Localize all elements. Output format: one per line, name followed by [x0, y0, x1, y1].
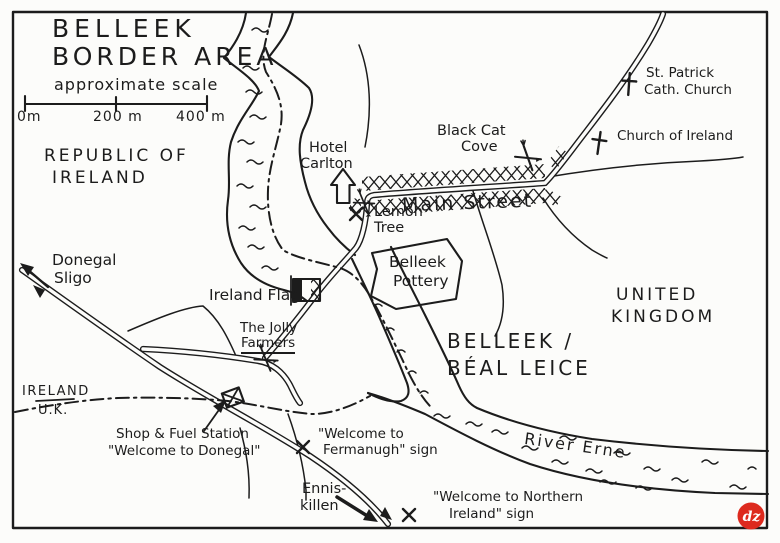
border-label-divider	[35, 398, 75, 402]
fermanagh-sign-line2: Fermanugh" sign	[323, 442, 438, 458]
lemon-tree-line2: Tree	[374, 220, 405, 236]
dz-logo-disc	[737, 502, 765, 530]
donegal-arrow	[20, 263, 50, 298]
water-marks	[236, 27, 757, 491]
black-cat-cove-line1: Black Cat	[437, 123, 506, 139]
contour-lines	[127, 44, 744, 501]
scale-bar	[23, 94, 209, 113]
belleek-pottery-line2: Pottery	[393, 272, 449, 290]
ireland-flag-icon	[290, 275, 322, 306]
town-name-line2: BÉAL LEICE	[447, 356, 591, 380]
region-republic-line1: REPUBLIC OF	[44, 146, 189, 166]
stream-banks	[222, 11, 357, 303]
border-line	[14, 13, 434, 416]
st-patrick-line1: St. Patrick	[646, 65, 715, 81]
map-title-line1: BELLEEK	[52, 14, 196, 43]
town-name-line1: BELLEEK /	[447, 329, 575, 353]
black-cat-cove-line2: Cove	[461, 139, 498, 155]
jolly-farmers-line2: Farmers	[241, 336, 296, 354]
fermanagh-sign-line1: "Welcome to	[318, 426, 404, 442]
lemon-tree-line1: Lemon	[374, 204, 423, 220]
region-uk-line1: UNITED	[616, 285, 699, 305]
enniskillen-line2: killen	[300, 498, 339, 514]
ireland-flag-label: Ireland Flag	[209, 286, 301, 304]
northern-sign-line1: "Welcome to Northern	[433, 489, 584, 505]
fermanagh-sign-x	[295, 439, 311, 455]
northern-sign-line2: Ireland" sign	[449, 506, 535, 522]
road-junction-loop	[139, 345, 304, 407]
enniskillen-arrow	[335, 495, 392, 522]
map-title-line2: BORDER AREA	[52, 42, 278, 71]
scale-tick-0: 0m	[17, 109, 42, 125]
church-of-ireland-cross-icon	[591, 130, 608, 156]
shop-fuel-line1: Shop & Fuel Station	[116, 426, 249, 442]
border-uk-label: U.K.	[38, 403, 69, 418]
scale-tick-200: 200 m	[93, 109, 143, 125]
shop-label-arrow	[203, 400, 226, 432]
lemon-tree-x	[348, 206, 364, 222]
scale-tick-400: 400 m	[176, 109, 226, 125]
northern-ireland-sign-x	[401, 507, 417, 523]
restaurant-icon-lemon-tree	[352, 188, 376, 214]
road-main-street	[261, 10, 667, 362]
hotel-carlton-arrow-icon	[329, 167, 357, 205]
region-republic-line2: IRELAND	[52, 168, 148, 188]
enniskillen-line1: Ennis-	[302, 481, 347, 497]
scale-caption: approximate scale	[54, 75, 219, 94]
belleek-pottery-line1: Belleek	[389, 253, 446, 271]
road-donegal-enniskillen	[18, 266, 392, 528]
hotel-carlton-line1: Hotel	[309, 140, 348, 156]
donegal-label: Donegal	[52, 251, 117, 269]
sign-x-markers	[295, 206, 417, 523]
border-ireland-label: IRELAND	[22, 384, 90, 399]
st-patrick-cross-icon	[621, 71, 638, 97]
map-frame	[11, 10, 769, 530]
church-of-ireland-label: Church of Ireland	[617, 128, 734, 144]
church-icons	[591, 71, 638, 156]
st-patrick-line2: Cath. Church	[644, 82, 732, 98]
restaurant-icon-black-cat	[513, 139, 543, 172]
hotel-carlton-line2: Carlton	[300, 156, 353, 172]
dz-logo: dz	[742, 508, 761, 525]
sligo-label: Sligo	[54, 269, 92, 287]
main-street-hatching	[350, 146, 568, 217]
shop-fuel-line2: "Welcome to Donegal"	[108, 443, 261, 459]
belleek-pottery-outline	[369, 237, 464, 311]
jolly-farmers-line1: The Jolly	[240, 320, 298, 336]
region-uk-line2: KINGDOM	[611, 307, 716, 327]
shop-fuel-station-icon	[220, 386, 245, 409]
